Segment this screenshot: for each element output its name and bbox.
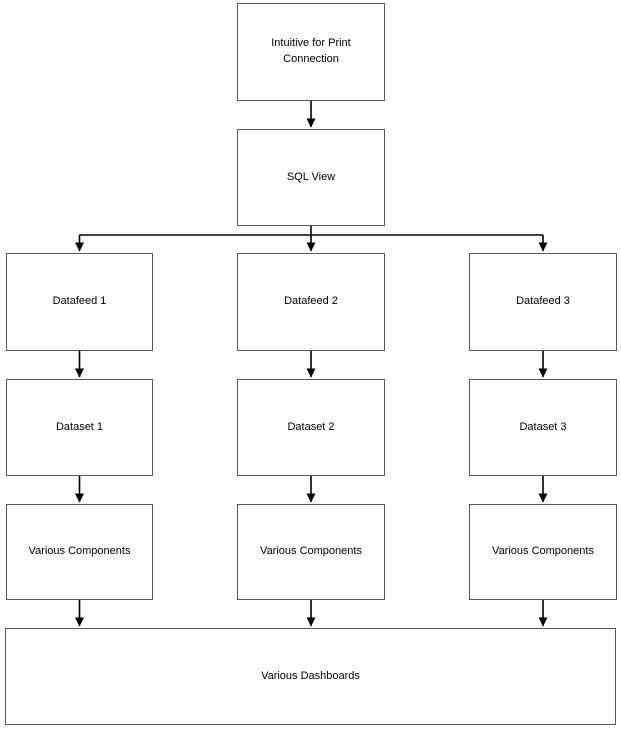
- node-various-components-1: Various Components: [6, 504, 153, 600]
- node-various-components-3: Various Components: [469, 504, 617, 600]
- node-label: SQL View: [286, 170, 336, 183]
- node-label: Various Components: [492, 545, 594, 558]
- node-label: Datafeed 3: [516, 295, 570, 308]
- node-label: Dataset 3: [519, 420, 567, 433]
- node-label: Intuitive for Print Connection: [271, 37, 351, 65]
- node-sql-view: SQL View: [237, 129, 385, 226]
- node-intuitive-for-print-connection: Intuitive for Print Connection: [237, 3, 385, 101]
- node-label: Dataset 2: [287, 420, 335, 433]
- node-datafeed-1: Datafeed 1: [6, 253, 153, 351]
- node-dataset-2: Dataset 2: [237, 379, 385, 476]
- node-label: Various Components: [260, 545, 362, 558]
- node-datafeed-3: Datafeed 3: [469, 253, 617, 351]
- node-various-components-2: Various Components: [237, 504, 385, 600]
- node-dataset-1: Dataset 1: [6, 379, 153, 476]
- node-label: Various Components: [28, 545, 131, 558]
- node-label: Dataset 1: [55, 420, 104, 433]
- node-dataset-3: Dataset 3: [469, 379, 617, 476]
- node-various-dashboards: Various Dashboards: [5, 628, 616, 725]
- node-datafeed-2: Datafeed 2: [237, 253, 385, 351]
- node-label: Various Dashboards: [261, 669, 360, 682]
- node-label: Datafeed 2: [284, 295, 338, 308]
- node-label: Datafeed 1: [52, 295, 107, 308]
